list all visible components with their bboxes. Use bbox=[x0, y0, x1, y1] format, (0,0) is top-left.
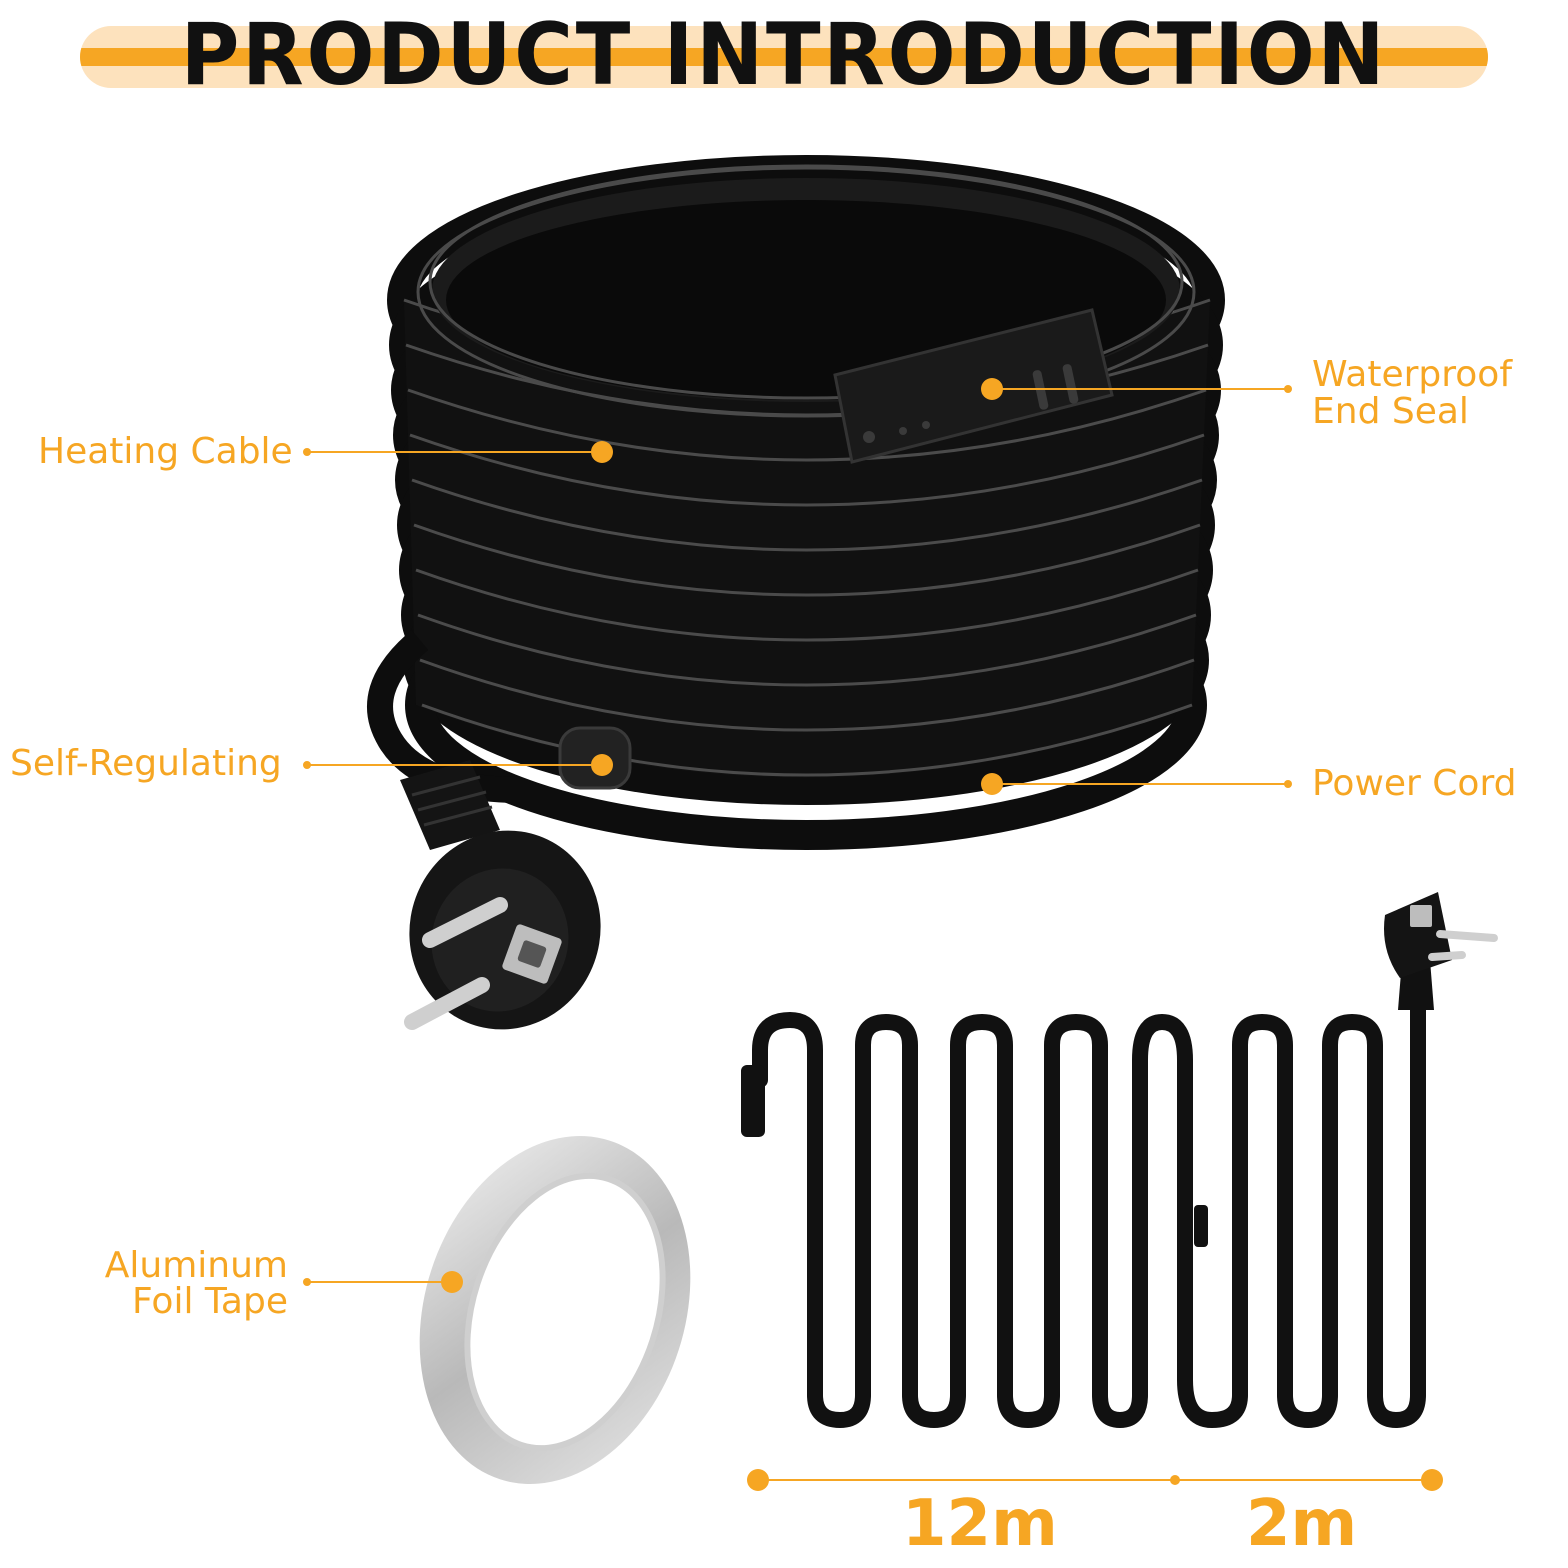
dimension-cable-length: 12m bbox=[902, 1487, 1058, 1561]
label-waterproof-line2: End Seal bbox=[1312, 391, 1469, 432]
title-banner bbox=[80, 26, 1488, 88]
label-foil-line2: Foil Tape bbox=[132, 1281, 288, 1322]
plug-icon bbox=[400, 760, 601, 1030]
callouts bbox=[303, 378, 1443, 1491]
plug-icon bbox=[1384, 892, 1498, 1010]
cable-layout-diagram bbox=[752, 1002, 1426, 1428]
banner-stripe bbox=[80, 48, 1488, 66]
label-self-regulating: Self-Regulating bbox=[10, 743, 282, 784]
label-waterproof-line1: Waterproof bbox=[1312, 354, 1513, 395]
page-title: PRODUCT INTRODUCTION bbox=[180, 5, 1388, 105]
dimension-cord-length: 2m bbox=[1246, 1487, 1358, 1561]
label-foil-line1: Aluminum bbox=[104, 1245, 288, 1286]
thermostat-small bbox=[1194, 1205, 1208, 1247]
end-seal-small bbox=[741, 1065, 765, 1137]
label-heating-cable: Heating Cable bbox=[38, 431, 293, 472]
tape-roll-icon bbox=[419, 1136, 691, 1484]
label-power-cord: Power Cord bbox=[1312, 763, 1517, 804]
cable-coil-icon bbox=[367, 155, 1225, 1030]
